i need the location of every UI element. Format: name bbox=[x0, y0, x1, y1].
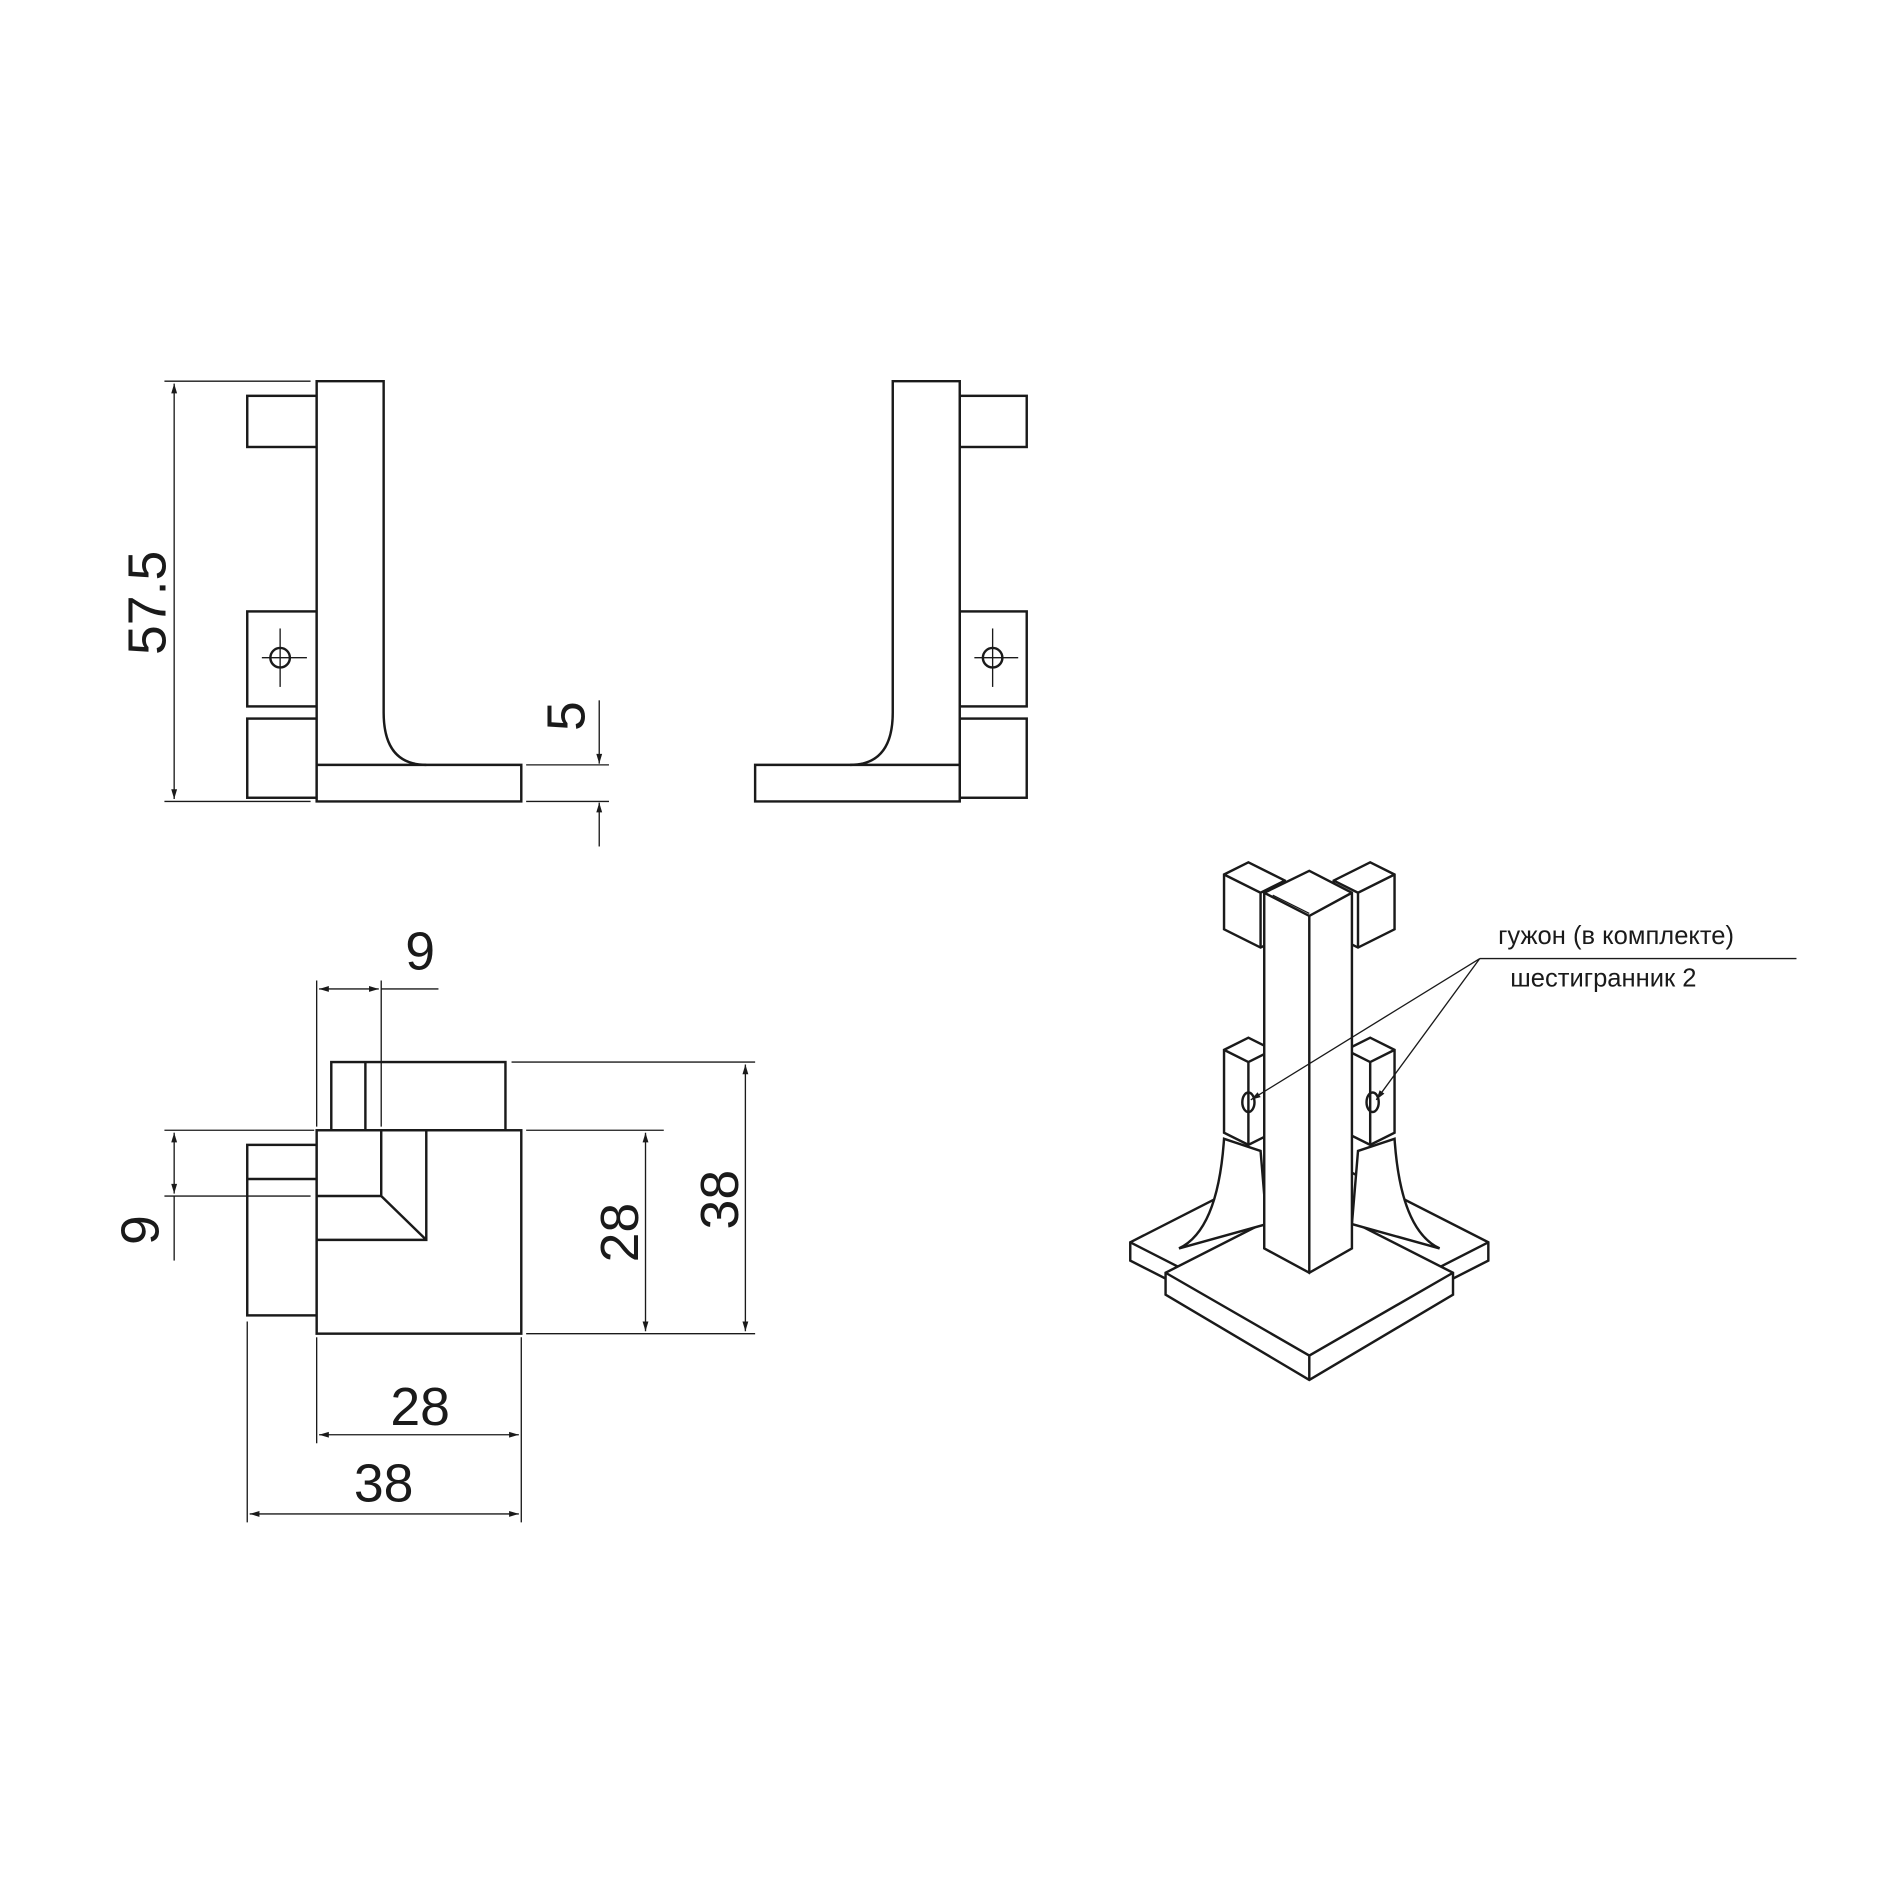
dim-9-left: 9 bbox=[110, 1215, 170, 1245]
dimension-38-vertical: 38 bbox=[511, 1061, 756, 1332]
callout: гужон (в комплекте) шестигранник 2 bbox=[1250, 922, 1797, 1101]
dim-5: 5 bbox=[537, 701, 597, 731]
dimension-28-vertical: 28 bbox=[526, 1129, 756, 1335]
dimension-left-9: 9 bbox=[110, 1129, 315, 1261]
top-view bbox=[246, 1060, 523, 1335]
dimension-top-9: 9 bbox=[315, 921, 439, 1127]
side-view-right bbox=[753, 379, 1028, 803]
dimension-base-5: 5 bbox=[526, 700, 609, 847]
dim-28-vertical: 28 bbox=[590, 1203, 650, 1263]
dim-57-5: 57.5 bbox=[118, 551, 178, 655]
dimension-28-horizontal: 28 bbox=[315, 1337, 522, 1523]
side-view-left bbox=[246, 379, 523, 803]
isometric-view bbox=[1129, 860, 1490, 1382]
dim-38-vertical: 38 bbox=[690, 1170, 750, 1230]
dimension-38-horizontal: 38 bbox=[246, 1321, 519, 1523]
dim-28-horizontal: 28 bbox=[390, 1377, 450, 1437]
dimension-height-57-5: 57.5 bbox=[118, 380, 311, 803]
callout-line-2: шестигранник 2 bbox=[1510, 965, 1696, 993]
dim-9-top: 9 bbox=[405, 921, 435, 981]
callout-line-1: гужон (в комплекте) bbox=[1498, 922, 1734, 950]
dim-38-horizontal: 38 bbox=[354, 1454, 414, 1514]
